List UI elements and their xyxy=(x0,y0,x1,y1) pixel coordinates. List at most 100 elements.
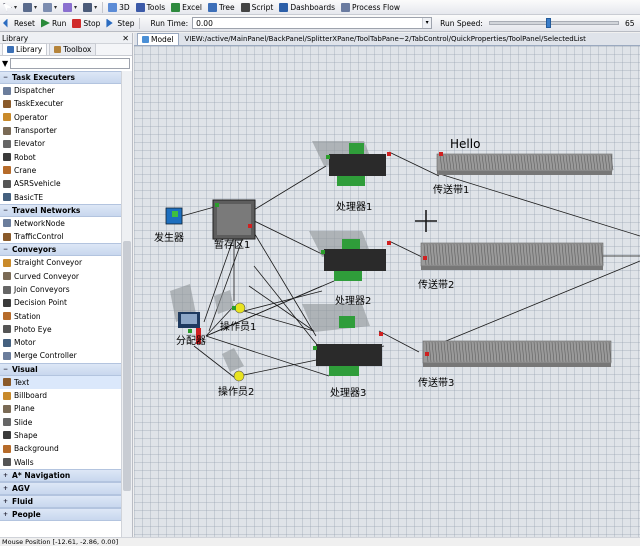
shape-tool-button[interactable]: ▾ xyxy=(60,1,80,14)
library-scrollbar[interactable] xyxy=(121,71,132,537)
excel-button[interactable]: Excel xyxy=(168,1,205,14)
scrollbar-thumb[interactable] xyxy=(123,241,131,491)
run-button[interactable]: Run xyxy=(38,17,69,30)
expand-icon[interactable]: + xyxy=(3,510,9,518)
library-item-icon xyxy=(3,431,11,440)
processor2-object[interactable] xyxy=(309,231,391,281)
library-item[interactable]: Join Conveyors xyxy=(0,283,121,296)
library-item[interactable]: TrafficControl xyxy=(0,230,121,243)
library-item-icon xyxy=(3,351,11,360)
category-header[interactable]: +AGV xyxy=(0,481,121,495)
dashboards-button[interactable]: Dashboards xyxy=(276,1,338,14)
library-item[interactable]: BasicTE xyxy=(0,190,121,203)
library-item[interactable]: Merge Controller xyxy=(0,349,121,362)
expand-icon[interactable]: + xyxy=(3,497,9,505)
process-flow-button[interactable]: Process Flow xyxy=(338,1,403,14)
conveyor-roller xyxy=(593,341,597,363)
library-item[interactable]: Robot xyxy=(0,150,121,163)
script-button[interactable]: Script xyxy=(238,1,277,14)
conveyor-roller xyxy=(556,154,560,171)
close-icon[interactable]: ✕ xyxy=(122,33,129,43)
library-item[interactable]: Photo Eye xyxy=(0,323,121,336)
tab-toolbox-label: Toolbox xyxy=(63,45,92,54)
pointer-tool-button[interactable]: ▾ xyxy=(0,1,20,14)
library-item[interactable]: Elevator xyxy=(0,137,121,150)
conveyor-roller xyxy=(461,341,465,363)
connect-tool-button[interactable]: ▾ xyxy=(20,1,40,14)
library-item[interactable]: Slide xyxy=(0,416,121,429)
conveyor1-object[interactable] xyxy=(436,152,614,175)
conveyor-roller xyxy=(562,154,566,171)
library-item[interactable]: Motor xyxy=(0,336,121,349)
category-header[interactable]: +People xyxy=(0,507,121,521)
library-item[interactable]: Decision Point xyxy=(0,296,121,309)
library-item-icon xyxy=(3,113,11,122)
library-item[interactable]: Operator xyxy=(0,111,121,124)
category-header[interactable]: +A* Navigation xyxy=(0,468,121,482)
conveyor-roller xyxy=(586,154,590,171)
collapse-icon[interactable]: − xyxy=(3,246,9,254)
tab-library[interactable]: Library xyxy=(2,43,48,55)
library-item[interactable]: Billboard xyxy=(0,389,121,402)
run-time-field[interactable]: 0.00▾ xyxy=(192,17,433,29)
run-speed-slider[interactable] xyxy=(488,18,619,28)
toolbox-icon xyxy=(54,46,62,53)
library-item[interactable]: TaskExecuter xyxy=(0,97,121,110)
conveyor-roller xyxy=(529,154,533,171)
library-item[interactable]: Transporter xyxy=(0,124,121,137)
select-tool-button[interactable]: ▾ xyxy=(40,1,60,14)
collapse-icon[interactable]: − xyxy=(3,365,9,373)
collapse-icon[interactable]: − xyxy=(3,206,9,214)
tab-model[interactable]: Model xyxy=(137,33,179,45)
library-item[interactable]: Dispatcher xyxy=(0,84,121,97)
category-header[interactable]: −Visual xyxy=(0,362,121,376)
source-object[interactable] xyxy=(165,207,183,225)
library-item[interactable]: Shape xyxy=(0,429,121,442)
expand-icon[interactable]: + xyxy=(3,471,9,479)
library-item[interactable]: Crane xyxy=(0,164,121,177)
conveyor-roller xyxy=(441,243,445,266)
library-item[interactable]: Straight Conveyor xyxy=(0,256,121,269)
reset-button[interactable]: Reset xyxy=(0,17,38,30)
category-header[interactable]: −Travel Networks xyxy=(0,203,121,217)
library-item[interactable]: Text xyxy=(0,375,121,389)
category-header[interactable]: −Task Executers xyxy=(0,71,121,84)
operator1-object[interactable] xyxy=(214,290,246,314)
expand-icon[interactable]: + xyxy=(3,484,9,492)
step-button[interactable]: Step xyxy=(103,17,137,30)
tree-button[interactable]: Tree xyxy=(205,1,238,14)
conveyor-roller xyxy=(444,243,448,266)
operator2-object[interactable] xyxy=(222,348,245,382)
processor3-object[interactable] xyxy=(302,304,383,376)
category-header[interactable]: +Fluid xyxy=(0,494,121,508)
filter-input[interactable] xyxy=(10,57,130,69)
collapse-icon[interactable]: − xyxy=(3,74,9,81)
conveyor3-object[interactable] xyxy=(422,340,612,367)
dispatcher-object[interactable] xyxy=(170,284,201,344)
filter-icon[interactable]: ▼ xyxy=(2,58,9,68)
3d-button[interactable]: 3D xyxy=(105,1,133,14)
library-item[interactable]: Curved Conveyor xyxy=(0,270,121,283)
library-item[interactable]: ASRSvehicle xyxy=(0,177,121,190)
library-item[interactable]: Background xyxy=(0,442,121,455)
mouse-position: Mouse Position [-12.61, -2.86, 0.00] xyxy=(2,538,119,546)
view-tool-button[interactable]: ▾ xyxy=(80,1,100,14)
conveyor-roller xyxy=(558,243,562,266)
library-item[interactable]: Walls xyxy=(0,455,121,468)
library-item[interactable]: NetworkNode xyxy=(0,217,121,230)
processor1-object[interactable] xyxy=(312,141,391,186)
library-item[interactable]: Plane xyxy=(0,402,121,415)
tools-button[interactable]: Tools xyxy=(133,1,168,14)
slider-knob[interactable] xyxy=(545,18,551,28)
library-item[interactable]: Station xyxy=(0,309,121,322)
conveyor2-object[interactable] xyxy=(420,242,604,270)
hello-text[interactable]: Hello xyxy=(450,137,481,151)
conveyor-roller xyxy=(561,243,565,266)
model-3d-view[interactable]: Hello 发生器 暂存区1 处理器1 传送带1 处理器2 传送带2 操作员1 … xyxy=(134,46,640,537)
chevron-down-icon[interactable]: ▾ xyxy=(422,18,432,28)
stop-button[interactable]: Stop xyxy=(69,17,103,30)
category-header[interactable]: −Conveyors xyxy=(0,243,121,257)
conveyor-roller xyxy=(456,243,460,266)
queue-object[interactable] xyxy=(212,199,256,240)
tab-toolbox[interactable]: Toolbox xyxy=(49,43,97,55)
